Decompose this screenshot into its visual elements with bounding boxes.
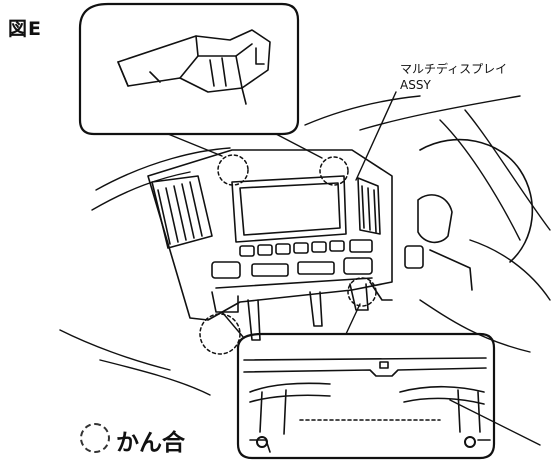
button-row [239, 239, 373, 257]
engagement-circle-bottom-right [347, 277, 377, 307]
dashboard-background-lines [59, 95, 551, 446]
figure-label: 図E [8, 18, 42, 40]
display-screen [231, 175, 347, 243]
air-vent [151, 175, 213, 249]
clip-detail-drawing [117, 29, 271, 105]
steering-column [404, 138, 534, 291]
dashed-circle-icon [80, 423, 110, 453]
part-name-leader [355, 91, 397, 181]
engagement-circle-top-right [319, 156, 349, 186]
engagement-circle-top-left [217, 154, 249, 186]
part-name-line1: マルチディスプレイ [400, 62, 508, 76]
claw-detail-drawing [243, 357, 491, 453]
bottom-detail-callout [221, 303, 496, 460]
top-detail-callout [78, 2, 323, 159]
engagement-circle-bottom-left [199, 313, 241, 355]
legend-text: かん合 [116, 430, 185, 456]
part-name-line2: ASSY [400, 78, 431, 92]
console-panel [147, 149, 393, 341]
